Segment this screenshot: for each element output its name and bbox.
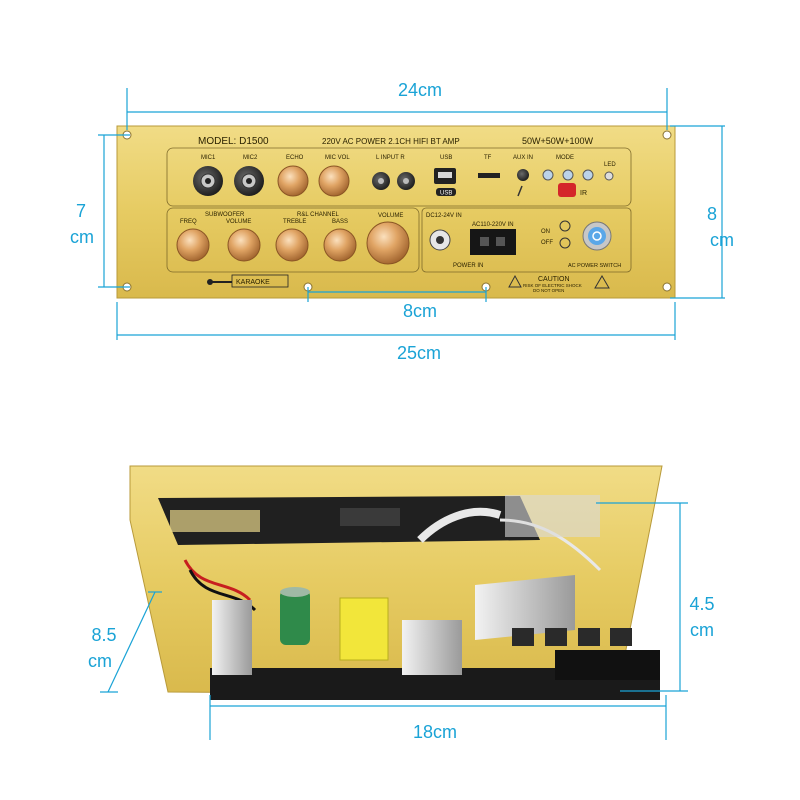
inductor — [545, 628, 567, 646]
warning-icon-right — [594, 275, 610, 289]
karaoke-badge — [231, 274, 289, 288]
dc-in-label: DC12-24V IN — [426, 213, 462, 219]
aux-label: AUX IN — [513, 155, 533, 161]
power-on-icon — [559, 220, 571, 232]
tf-label: TF — [484, 155, 492, 161]
next-button — [582, 169, 594, 181]
off-label: OFF — [541, 240, 553, 246]
ac-in-label: AC110-220V IN — [472, 222, 514, 228]
bottom-dimension-lines — [100, 502, 688, 740]
power-in-label: POWER IN — [453, 263, 483, 269]
red-wire — [183, 559, 252, 602]
play-pause-button — [562, 169, 574, 181]
on-label: ON — [541, 229, 550, 235]
rca-left — [372, 172, 390, 190]
echo-label: ECHO — [286, 155, 304, 161]
sub-volume-knob — [227, 228, 261, 262]
usb-label: USB — [440, 155, 452, 161]
bass-knob — [323, 228, 357, 262]
ac-socket-rear — [505, 495, 600, 537]
inductor — [512, 628, 534, 646]
dim-depth-a: 8.5 — [91, 625, 117, 645]
screw-hole — [662, 130, 672, 140]
led-indicator — [604, 171, 614, 181]
model-label: MODEL: D1500 — [198, 136, 269, 147]
prev-button — [542, 169, 554, 181]
echo-knob — [277, 165, 309, 197]
pcb-base — [210, 668, 660, 700]
warning-icon — [508, 274, 522, 288]
left-heatsink — [212, 600, 252, 675]
master-volume-knob — [366, 221, 410, 265]
dim-right-height-b: cm — [710, 230, 734, 250]
inductor — [578, 628, 600, 646]
freq-knob — [176, 228, 210, 262]
dim-board-width: 18cm — [412, 722, 457, 742]
mic1-jack — [193, 166, 223, 196]
aux-icon — [517, 185, 523, 197]
karaoke-text: KARAOKE — [236, 279, 270, 286]
dim-left-height-a: 7 — [75, 201, 86, 221]
mic2-jack — [234, 166, 264, 196]
mic-vol-knob — [318, 165, 350, 197]
ir-label: IR — [580, 190, 587, 197]
caution-title: CAUTION — [538, 276, 570, 283]
power-off-icon — [559, 237, 571, 249]
freq-label: FREQ — [180, 219, 197, 225]
treble-label: TREBLE — [283, 219, 306, 225]
dim-top-width: 24cm — [397, 80, 442, 100]
tf-slot — [478, 173, 500, 178]
caution-line2: DO NOT OPEN — [533, 288, 564, 293]
chip — [340, 508, 400, 526]
screw-hole — [662, 282, 672, 292]
board-side-view — [129, 465, 663, 700]
dim-hole-spacing: 8cm — [402, 301, 437, 321]
dim-overall-width: 25cm — [396, 343, 441, 363]
dim-board-height-b: cm — [690, 620, 714, 640]
board-reflection — [170, 510, 260, 532]
rca-right — [397, 172, 415, 190]
led-label: LED — [604, 162, 616, 168]
output-label: 50W+50W+100W — [522, 136, 594, 146]
upper-frame — [166, 147, 632, 207]
large-heatsink — [475, 575, 575, 640]
subwoofer-label: SUBWOOFER — [205, 212, 245, 218]
sub-volume-label: VOLUME — [226, 219, 251, 225]
ac-switch-label: AC POWER SWITCH — [568, 263, 621, 269]
mic-vol-label: MIC VOL — [325, 155, 350, 161]
mode-label: MODE — [556, 155, 574, 161]
top-dimension-lines — [98, 88, 725, 340]
mic1-label: MIC1 — [201, 155, 216, 161]
ac-socket — [470, 229, 516, 255]
terminal-block — [555, 650, 660, 680]
dim-board-height-a: 4.5 — [689, 594, 715, 614]
mic2-label: MIC2 — [243, 155, 258, 161]
caution-line1: RISK OF ELECTRIC SHOCK — [523, 283, 582, 288]
aux-jack — [517, 169, 529, 181]
volume-label: VOLUME — [378, 213, 403, 219]
inductor — [610, 628, 632, 646]
ir-receiver — [558, 183, 576, 197]
input-label: L INPUT R — [376, 155, 405, 161]
bass-label: BASS — [332, 219, 348, 225]
dim-left-height-b: cm — [70, 227, 94, 247]
power-title: 220V AC POWER 2.1CH HIFI BT AMP — [322, 137, 460, 146]
transformer — [339, 597, 389, 661]
power-switch-ring — [588, 227, 606, 245]
usb-badge — [436, 188, 456, 196]
middle-heatsink — [402, 620, 462, 675]
dim-right-height-a: 8 — [706, 204, 717, 224]
capacitor — [280, 590, 310, 645]
ribbon-cable — [417, 507, 502, 543]
front-panel: MODEL: D1500 220V AC POWER 2.1CH HIFI BT… — [116, 125, 676, 299]
power-frame — [421, 207, 632, 273]
dim-depth-b: cm — [88, 651, 112, 671]
rl-channel-label: R&L CHANNEL — [297, 212, 339, 218]
usb-badge-text: USB — [440, 191, 452, 197]
controls-frame — [166, 207, 420, 273]
treble-knob — [275, 228, 309, 262]
